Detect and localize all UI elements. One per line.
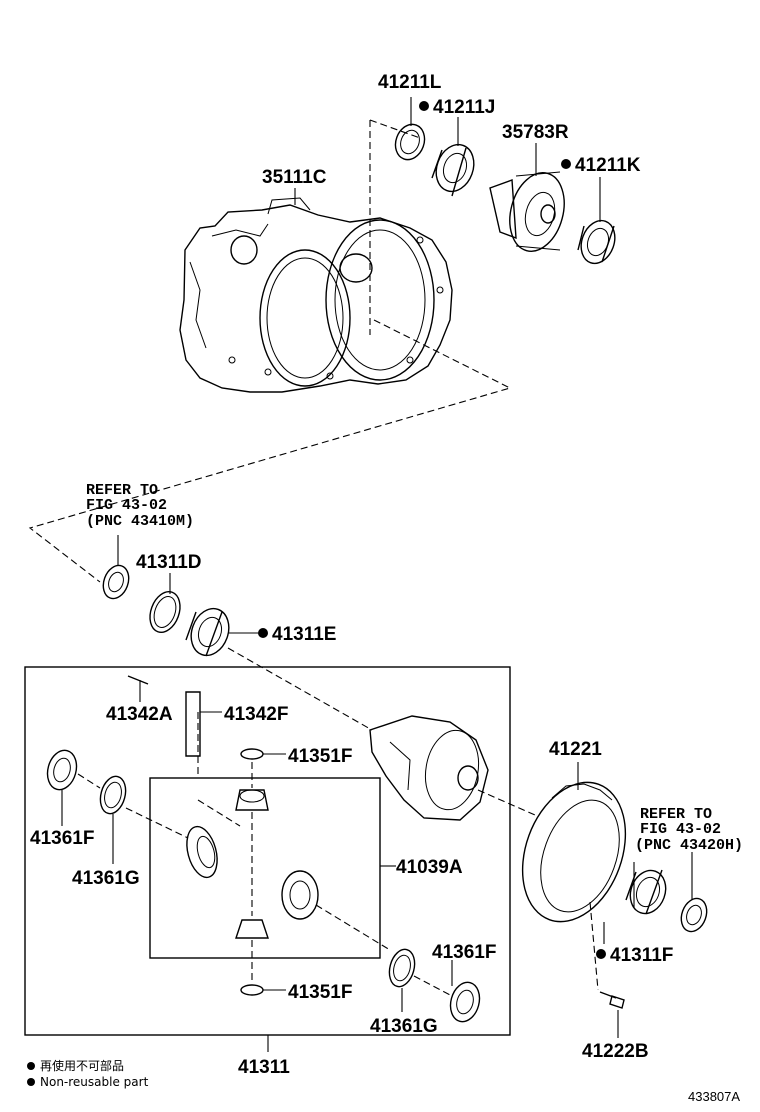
label-41211L: 41211L — [378, 72, 442, 93]
ref-right-line3: (PNC 43420H) — [635, 837, 743, 854]
ref-right-line2: FIG 43-02 — [640, 821, 721, 838]
label-41342A: 41342A — [106, 704, 173, 725]
label-41351F-top: 41351F — [288, 746, 352, 767]
label-35111C: 35111C — [262, 167, 327, 188]
seal-ref-43420H-drawing — [680, 897, 708, 933]
bearing-41311E-drawing — [185, 607, 230, 657]
ref-left-line1: REFER TO — [86, 482, 158, 499]
gear-35783R-drawing — [489, 171, 565, 252]
seal-41211L-drawing — [394, 123, 426, 161]
side-gear-left-drawing — [186, 825, 218, 879]
label-41361F-right: 41361F — [432, 942, 496, 963]
side-gear-right-drawing — [281, 870, 319, 920]
pinion-gear-set-box — [149, 777, 381, 959]
non-reusable-marker-41211J — [419, 101, 429, 111]
washer-41351F-top-drawing — [240, 748, 264, 760]
pinion-shaft-41342F-drawing — [185, 691, 201, 757]
label-41361G-left: 41361G — [72, 868, 140, 889]
washer-41351F-bottom-drawing — [240, 984, 264, 996]
ref-left-line3: (PNC 43410M) — [86, 513, 194, 530]
ring-gear-41221-drawing — [521, 781, 627, 923]
thrust-washer-41361F-left-drawing — [46, 749, 78, 791]
label-41311E: 41311E — [272, 624, 336, 645]
non-reusable-marker-41311E — [258, 628, 268, 638]
legend-text-en: Non-reusable part — [40, 1075, 149, 1089]
differential-case-drawing — [369, 715, 489, 821]
label-41222B: 41222B — [582, 1041, 649, 1062]
pin-41342A-drawing — [127, 675, 149, 685]
label-41311: 41311 — [238, 1057, 290, 1078]
label-41342F: 41342F — [224, 704, 288, 725]
shim-41361G-left-drawing — [99, 775, 127, 815]
bearing-41311F-drawing — [625, 869, 667, 915]
label-41311D: 41311D — [136, 552, 202, 573]
leader-lines — [61, 97, 693, 1052]
label-41361F-left: 41361F — [30, 828, 94, 849]
transaxle-housing-drawing — [179, 197, 453, 393]
pinion-gear-bottom-drawing — [235, 919, 269, 939]
assembly-dash-lines — [28, 119, 599, 997]
seal-ref-43410M-drawing — [102, 564, 130, 600]
pinion-gear-top-drawing — [235, 789, 269, 811]
thrust-washer-41361F-right-drawing — [449, 981, 481, 1023]
label-41311F: 41311F — [610, 945, 673, 966]
label-41361G-right: 41361G — [370, 1016, 438, 1037]
figure-code: 433807A — [688, 1089, 740, 1104]
label-41221: 41221 — [549, 739, 602, 760]
ref-right-line1: REFER TO — [640, 806, 712, 823]
shim-41311D-drawing — [149, 590, 181, 634]
label-41211K: 41211K — [575, 155, 641, 176]
bolt-41222B-drawing — [599, 991, 625, 1009]
legend-text-jp: 再使用不可部品 — [40, 1058, 124, 1073]
bearing-41211J-drawing — [431, 143, 475, 197]
label-41211J: 41211J — [433, 97, 495, 118]
ref-left-line2: FIG 43-02 — [86, 497, 167, 514]
non-reusable-marker-41311F — [596, 949, 606, 959]
legend-dot-en — [27, 1078, 35, 1086]
non-reusable-marker-41211K — [561, 159, 571, 169]
shim-41361G-right-drawing — [388, 948, 416, 988]
legend-dot-jp — [27, 1062, 35, 1070]
label-35783R: 35783R — [502, 122, 569, 143]
label-41351F-bottom: 41351F — [288, 982, 352, 1003]
label-41039A: 41039A — [396, 857, 463, 878]
bearing-41211K-drawing — [577, 219, 616, 265]
